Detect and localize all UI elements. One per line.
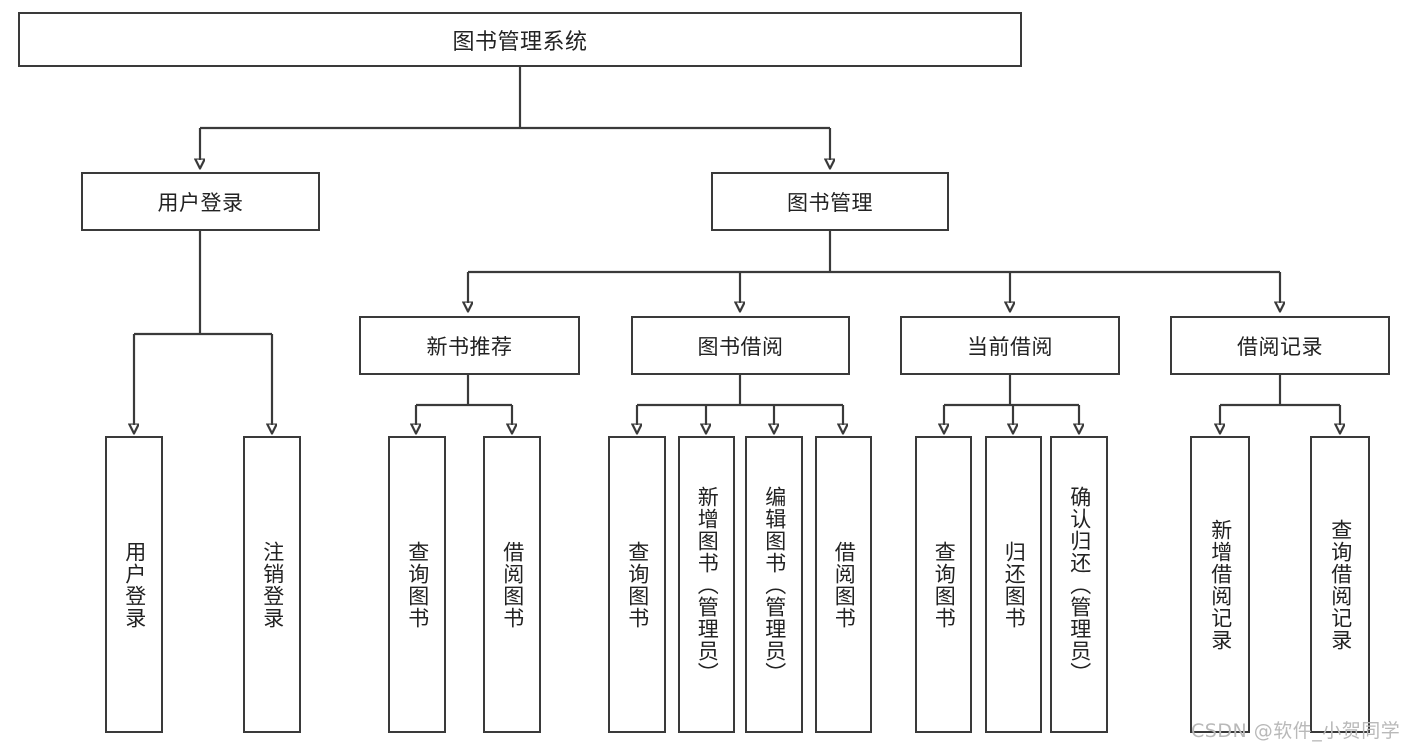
node-label: 借阅图书 — [500, 540, 525, 629]
node-label: 图书管理系统 — [452, 29, 588, 55]
leaf-logout[interactable]: 注销登录 — [243, 436, 301, 733]
node-label: 新增图书（管理员） — [695, 485, 720, 684]
leaf-return-book[interactable]: 归还图书 — [985, 436, 1042, 733]
node-label: 查询图书 — [932, 540, 957, 629]
node-label: 查询借阅记录 — [1328, 518, 1353, 651]
node-book-management[interactable]: 图书管理 — [711, 172, 949, 231]
node-label: 编辑图书（管理员） — [762, 485, 787, 684]
node-label: 查询图书 — [405, 540, 430, 629]
node-root-book-management-system[interactable]: 图书管理系统 — [18, 12, 1022, 67]
node-label: 用户登录 — [122, 540, 147, 629]
node-label: 当前借阅 — [967, 334, 1053, 359]
leaf-confirm-return-admin[interactable]: 确认归还（管理员） — [1050, 436, 1108, 733]
leaf-borrow-book-recommend[interactable]: 借阅图书 — [483, 436, 541, 733]
node-label: 确认归还（管理员） — [1067, 485, 1092, 684]
leaf-query-book-recommend[interactable]: 查询图书 — [388, 436, 446, 733]
leaf-add-borrow-record[interactable]: 新增借阅记录 — [1190, 436, 1250, 733]
node-label: 用户登录 — [157, 190, 244, 215]
node-label: 归还图书 — [1002, 540, 1027, 629]
node-label: 新增借阅记录 — [1208, 518, 1233, 651]
node-label: 图书借阅 — [697, 334, 784, 359]
node-new-book-recommend[interactable]: 新书推荐 — [359, 316, 580, 375]
node-label: 新书推荐 — [426, 334, 513, 359]
leaf-query-book-borrow[interactable]: 查询图书 — [608, 436, 666, 733]
leaf-borrow-book[interactable]: 借阅图书 — [815, 436, 872, 733]
node-label: 借阅图书 — [832, 540, 857, 629]
node-label: 借阅记录 — [1237, 334, 1323, 359]
node-borrow-record[interactable]: 借阅记录 — [1170, 316, 1390, 375]
node-current-borrow[interactable]: 当前借阅 — [900, 316, 1120, 375]
node-label: 查询图书 — [625, 540, 650, 629]
leaf-query-book-current[interactable]: 查询图书 — [915, 436, 972, 733]
leaf-add-book-admin[interactable]: 新增图书（管理员） — [678, 436, 735, 733]
node-book-borrow[interactable]: 图书借阅 — [631, 316, 850, 375]
node-label: 图书管理 — [787, 190, 873, 215]
node-user-login[interactable]: 用户登录 — [81, 172, 320, 231]
node-label: 注销登录 — [260, 540, 285, 629]
leaf-query-borrow-record[interactable]: 查询借阅记录 — [1310, 436, 1370, 733]
leaf-edit-book-admin[interactable]: 编辑图书（管理员） — [745, 436, 803, 733]
leaf-user-login[interactable]: 用户登录 — [105, 436, 163, 733]
